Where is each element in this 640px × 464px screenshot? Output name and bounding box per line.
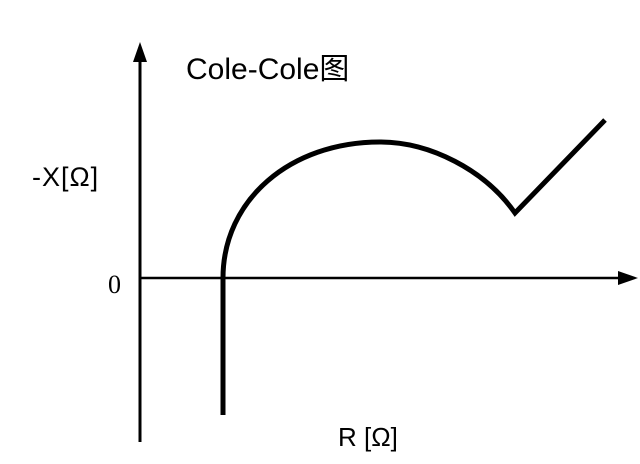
impedance-curve bbox=[220, 118, 607, 415]
y-axis-label: -X[Ω] bbox=[32, 162, 100, 192]
x-axis-arrow-icon bbox=[618, 271, 638, 285]
diagram-title: Cole-Cole图 bbox=[186, 53, 350, 86]
x-axis-label: R [Ω] bbox=[338, 422, 398, 452]
y-axis-arrow-icon bbox=[133, 42, 147, 62]
origin-label: 0 bbox=[108, 270, 121, 299]
